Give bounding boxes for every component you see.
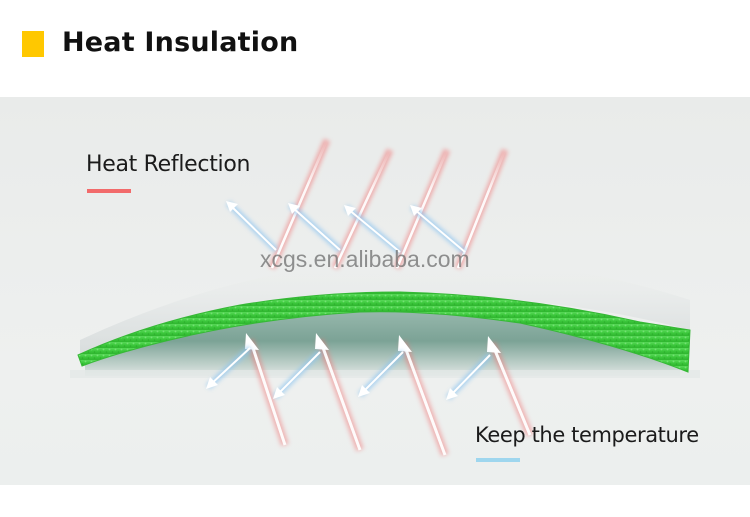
heat-reflection-label: Heat Reflection [86,152,251,177]
downward-ray-3 [357,349,406,398]
retained-heat-4 [487,336,534,437]
footer-spacer [0,485,750,517]
heat-ray-1 [268,138,331,270]
section-header: Heat Insulation [0,0,750,97]
downward-ray-4 [445,352,493,401]
illustration-graphic [70,138,700,457]
keep-temperature-underline [476,458,520,462]
downward-ray-2 [272,349,323,400]
heat-ray-4 [454,148,509,270]
yellow-square-icon [22,31,44,57]
retained-heat-1 [245,333,289,447]
heat-ray-3 [393,148,451,270]
watermark: xcgs.en.alibaba.com [260,246,470,272]
retained-heat-2 [315,333,364,452]
keep-temperature-label: Keep the temperature [475,423,699,447]
reflected-ray-2 [287,202,343,253]
section-title: Heat Insulation [62,27,299,58]
downward-ray-1 [205,345,253,390]
reflected-ray-4 [410,204,467,255]
reflected-ray-3 [344,204,402,255]
heat-ray-2 [331,148,394,270]
heat-insulation-illustration: Heat Reflection xcgs.en.alibaba.com Keep… [0,97,750,485]
retained-heat-3 [398,335,449,457]
heat-reflection-underline [87,189,131,193]
reflected-ray-1 [225,200,279,253]
